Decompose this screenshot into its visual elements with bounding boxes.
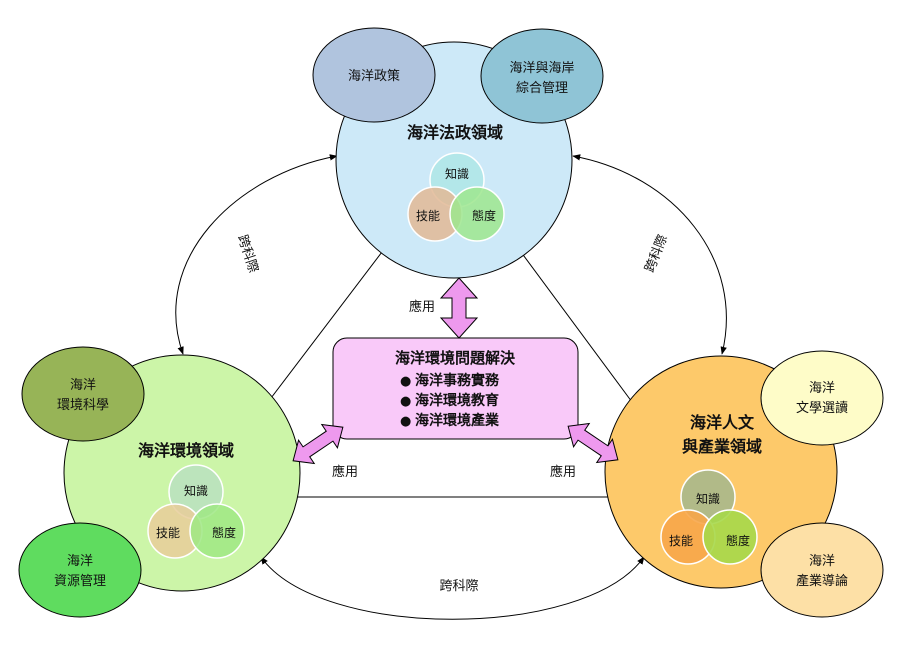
venn-attitude-label: 態度 [726,533,750,548]
cross-arrow-left [175,154,338,355]
center-box [332,337,579,440]
law-venn: 知識 技能 態度 [407,152,505,242]
env-venn: 知識 技能 態度 [147,464,245,559]
center-bullet: ● [400,414,411,429]
literature-label-line2: 文學選讀 [796,401,848,416]
center-item: 海洋事務實務 [415,372,500,389]
center-item: 海洋環境產業 [415,412,500,429]
venn-attitude-circle [449,186,505,242]
resources-ellipse [18,522,142,618]
hum-domain-title-line1: 海洋人文 [690,413,755,432]
venn-attitude-circle [702,509,758,565]
venn-skill-label: 技能 [156,526,180,540]
policy-ellipse [312,27,436,123]
resources-label-line1: 海洋 [67,554,93,569]
hum-domain-title-line2: 與產業領域 [682,437,762,456]
venn-knowledge-label: 知識 [184,484,208,498]
env-science-label-line1: 海洋 [70,378,96,393]
coastal-ellipse [480,28,604,124]
center-bullet: ● [400,374,411,389]
venn-knowledge-label: 知識 [696,492,720,506]
industry-label-line1: 海洋 [809,554,835,569]
apply-label-left: 應用 [332,464,358,480]
env-science-label-line2: 環境科學 [57,398,109,413]
apply-arrow-top [439,277,479,339]
resources-label-line2: 資源管理 [54,574,106,589]
env-domain-title: 海洋環境領域 [138,441,234,460]
env-science-ellipse [21,346,145,442]
literature-label-line1: 海洋 [809,381,835,396]
center-item: 海洋環境教育 [415,392,499,409]
industry-ellipse [760,522,884,618]
hum-venn: 知識 技能 態度 [660,469,758,565]
venn-skill-label: 技能 [669,534,693,548]
apply-label-top: 應用 [409,299,435,315]
venn-attitude-label: 態度 [472,208,496,223]
cross-arrow-bottom [260,556,645,620]
venn-attitude-label: 態度 [212,525,236,540]
policy-label: 海洋政策 [348,68,400,84]
venn-skill-label: 技能 [416,209,440,223]
cross-label-left: 跨科際 [234,233,260,275]
cross-label-bottom: 跨科際 [439,579,478,594]
law-domain-title: 海洋法政領域 [407,123,503,142]
cross-label-right: 跨科際 [642,233,671,275]
literature-ellipse [760,350,884,446]
industry-label-line2: 產業導論 [796,573,848,589]
coastal-label-line2: 綜合管理 [516,81,568,96]
apply-arrow-right [567,422,619,464]
venn-knowledge-label: 知識 [445,167,469,181]
center-title: 海洋環境問題解決 [395,349,516,367]
apply-arrow-left [292,423,344,465]
venn-attitude-circle [189,503,245,559]
apply-label-right: 應用 [550,464,576,480]
center-bullet: ● [400,394,411,409]
coastal-label-line1: 海洋與海岸 [509,61,574,76]
cross-arrow-right [572,154,727,355]
